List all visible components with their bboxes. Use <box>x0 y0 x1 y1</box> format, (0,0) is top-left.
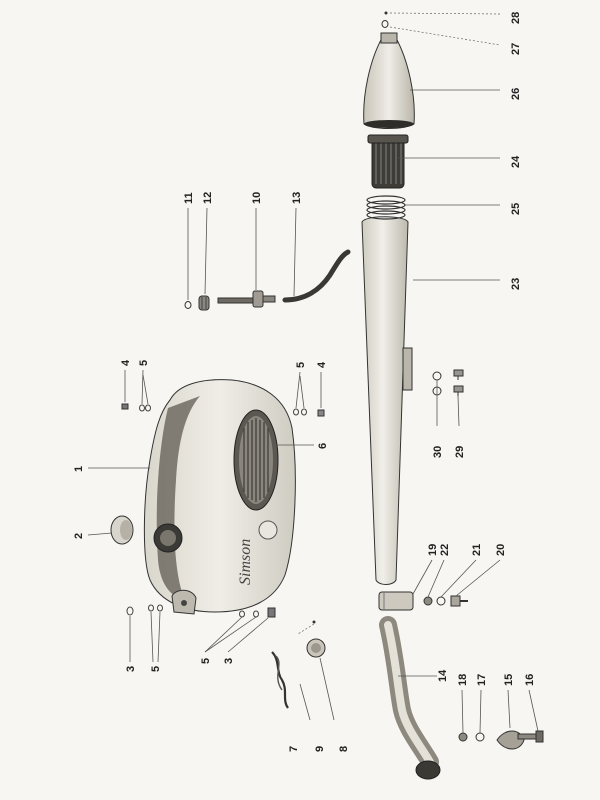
silencer-tube <box>361 216 413 585</box>
callout-11: 11 <box>183 192 195 204</box>
bracket-hardware <box>432 369 464 396</box>
callout-22: 22 <box>439 544 451 556</box>
exhaust-clamp <box>378 591 414 611</box>
leader-lines <box>87 12 539 734</box>
fuel-tap-assembly <box>184 249 351 311</box>
callout-3: 3 <box>125 666 137 672</box>
exhaust-pipe-flange <box>415 760 441 780</box>
callout-16: 16 <box>524 674 536 686</box>
callout-21: 21 <box>471 544 483 556</box>
callout-8: 8 <box>338 746 350 752</box>
tap-body <box>217 297 259 304</box>
callout-1: 1 <box>73 466 85 472</box>
callout-9: 9 <box>314 746 326 752</box>
callout-18: 18 <box>457 674 469 686</box>
end-cone <box>363 32 415 129</box>
callout-10: 10 <box>251 192 263 204</box>
callout-4: 4 <box>316 361 328 368</box>
small-hardware-top-right <box>293 408 325 417</box>
callout-20: 20 <box>495 544 507 556</box>
pipe-clamp-bolt <box>517 730 544 743</box>
tap-filter <box>198 295 210 311</box>
small-ring <box>381 20 389 28</box>
callout-19: 19 <box>427 544 439 556</box>
callout-25: 25 <box>510 203 522 215</box>
tank-script-logo: Simson <box>237 539 254 585</box>
callout-labels: 1 2 3 3 4 4 5 5 5 5 6 7 8 9 10 11 12 13 … <box>73 12 536 752</box>
callout-5: 5 <box>138 360 150 366</box>
callout-15: 15 <box>503 674 515 686</box>
pipe-clamp-washers <box>458 732 485 742</box>
callout-5: 5 <box>150 666 162 672</box>
round-badge <box>306 638 326 658</box>
baffle-insert <box>367 134 409 189</box>
small-pin <box>384 11 388 15</box>
filler-cap <box>110 515 134 545</box>
fuel-hose <box>282 249 351 303</box>
callout-27: 27 <box>510 43 522 55</box>
callout-30: 30 <box>432 446 444 458</box>
small-hardware-bottom-right <box>239 607 276 618</box>
callout-23: 23 <box>510 278 522 290</box>
callout-4: 4 <box>120 359 132 366</box>
badge-pin <box>312 620 316 624</box>
tank-emblem <box>258 520 278 540</box>
knee-pad <box>233 409 279 511</box>
callout-29: 29 <box>454 446 466 458</box>
fuel-tank: Simson <box>143 379 296 615</box>
callout-5: 5 <box>200 658 212 664</box>
callout-24: 24 <box>510 155 522 168</box>
callout-26: 26 <box>510 88 522 100</box>
callout-17: 17 <box>476 674 488 686</box>
silencer-bracket <box>402 347 413 391</box>
spring <box>366 195 406 220</box>
callout-13: 13 <box>291 192 303 204</box>
callout-2: 2 <box>73 533 85 539</box>
callout-14: 14 <box>437 669 449 682</box>
clamp-hardware <box>423 595 468 607</box>
callout-5: 5 <box>295 362 307 368</box>
tap-washer <box>184 301 192 309</box>
callout-6: 6 <box>317 443 329 449</box>
callout-12: 12 <box>202 192 214 204</box>
pipe-clamp <box>496 730 525 750</box>
small-hardware-top-left <box>121 403 151 412</box>
callout-7: 7 <box>288 746 300 752</box>
small-washer-left <box>126 604 163 616</box>
script-badge <box>271 651 289 709</box>
callout-3: 3 <box>223 658 235 664</box>
callout-28: 28 <box>510 12 522 24</box>
